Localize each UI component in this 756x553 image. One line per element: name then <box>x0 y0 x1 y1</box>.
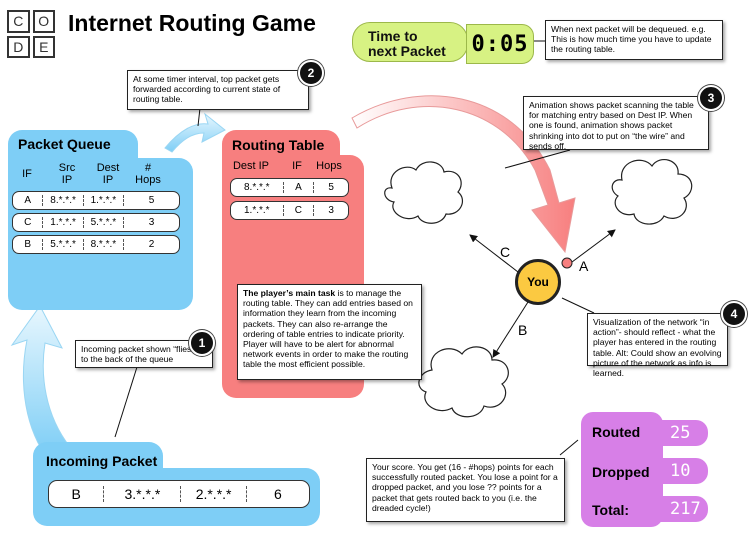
link-a-label: A <box>579 258 589 274</box>
total-label: Total: <box>592 502 630 518</box>
routing-cell-dest: 1.*.*.* <box>243 205 270 216</box>
packet-queue-panel <box>8 158 193 310</box>
badge-1: 1 <box>189 330 215 356</box>
link-c-label: C <box>500 244 511 260</box>
network-cloud <box>611 158 693 225</box>
link-b-label: B <box>518 322 528 338</box>
timer-label-line2: next Packet <box>368 43 446 59</box>
queue-to-routing-arrow <box>164 112 226 153</box>
dropped-value: 10 <box>660 458 708 484</box>
routing-cell-hops: 3 <box>313 205 348 216</box>
incoming-cell-src: 3.*.*.* <box>103 486 180 502</box>
badge-2: 2 <box>298 60 324 86</box>
queue-cell-hops: 2 <box>123 239 179 250</box>
dropped-label: Dropped <box>592 464 650 480</box>
queue-cell-if: A <box>24 195 32 206</box>
incoming-cell-hops: 6 <box>245 486 309 502</box>
code-logo: C O D E <box>7 10 55 58</box>
badge-4: 4 <box>721 301 747 327</box>
routing-row[interactable]: 1.*.*.* C 3 <box>230 201 349 220</box>
queue-row[interactable]: C 1.*.*.* 5.*.*.* 3 <box>12 213 180 232</box>
routed-label: Routed <box>592 424 641 440</box>
network-note: Visualization of the network “in action”… <box>587 313 728 378</box>
queue-cell-src: 8.*.*.* <box>42 195 82 206</box>
logo-letter: D <box>7 35 30 58</box>
logo-letter: C <box>7 10 30 33</box>
score-panel <box>581 412 663 527</box>
incoming-to-queue-arrow <box>10 305 71 456</box>
logo-letter: E <box>32 35 55 58</box>
routing-cell-if: A <box>282 182 314 193</box>
network-cloud <box>418 346 509 418</box>
rt-header-if: IF <box>292 160 302 172</box>
queue-cell-if: B <box>24 239 32 250</box>
routing-table-title: Routing Table <box>232 137 325 153</box>
animation-note: Animation shows packet scanning the tabl… <box>523 96 709 151</box>
queue-cell-dest: 5.*.*.* <box>82 217 123 228</box>
total-value: 217 <box>660 496 708 522</box>
routing-cell-if: C <box>282 205 314 216</box>
incoming-cell-dest: 2.*.*.* <box>180 486 245 502</box>
routing-row[interactable]: 8.*.*.* A 5 <box>230 178 349 197</box>
incoming-note: Incoming packet shown “flies in” to the … <box>75 340 213 368</box>
pq-header-if: IF <box>22 168 32 180</box>
queue-row[interactable]: A 8.*.*.* 1.*.*.* 5 <box>12 191 180 210</box>
routing-cell-dest: 8.*.*.* <box>243 182 270 193</box>
incoming-packet-title: Incoming Packet <box>46 453 158 469</box>
player-task-text: is to manage the routing table. They can… <box>243 288 413 370</box>
queue-cell-dest: 8.*.*.* <box>82 239 123 250</box>
queue-cell-src: 5.*.*.* <box>42 239 82 250</box>
you-node[interactable]: You <box>515 259 561 305</box>
incoming-packet-row[interactable]: B 3.*.*.* 2.*.*.* 6 <box>48 480 310 508</box>
routing-cell-hops: 5 <box>313 182 348 193</box>
queue-row[interactable]: B 5.*.*.* 8.*.*.* 2 <box>12 235 180 254</box>
logo-letter: O <box>32 10 55 33</box>
timer-display: 0:05 <box>466 24 534 64</box>
player-task-note: The player’s main task is to manage the … <box>237 284 422 380</box>
queue-cell-hops: 3 <box>123 217 179 228</box>
timer-label: Time to next Packet <box>352 22 468 62</box>
network-cloud <box>384 161 463 224</box>
score-note: Your score. You get (16 - #hops) points … <box>366 458 565 522</box>
player-task-bold: The player’s main task <box>243 288 336 298</box>
rt-header-dest: Dest IP <box>232 160 270 172</box>
incoming-cell-if: B <box>71 486 81 502</box>
routing-to-you-arrow <box>351 95 576 254</box>
queue-cell-hops: 5 <box>123 195 179 206</box>
rt-header-hops: Hops <box>316 160 342 172</box>
pq-header-hops: #Hops <box>135 162 161 186</box>
badge-3: 3 <box>698 85 724 111</box>
forward-note: At some timer interval, top packet gets … <box>127 70 309 110</box>
page-title: Internet Routing Game <box>68 10 316 36</box>
timer-label-line1: Time to <box>368 28 418 44</box>
queue-cell-if: C <box>24 217 32 228</box>
queue-cell-dest: 1.*.*.* <box>82 195 123 206</box>
timer-note: When next packet will be dequeued. e.g. … <box>545 20 723 60</box>
packet-queue-title: Packet Queue <box>18 136 111 152</box>
queue-cell-src: 1.*.*.* <box>42 217 82 228</box>
routed-value: 25 <box>660 420 708 446</box>
